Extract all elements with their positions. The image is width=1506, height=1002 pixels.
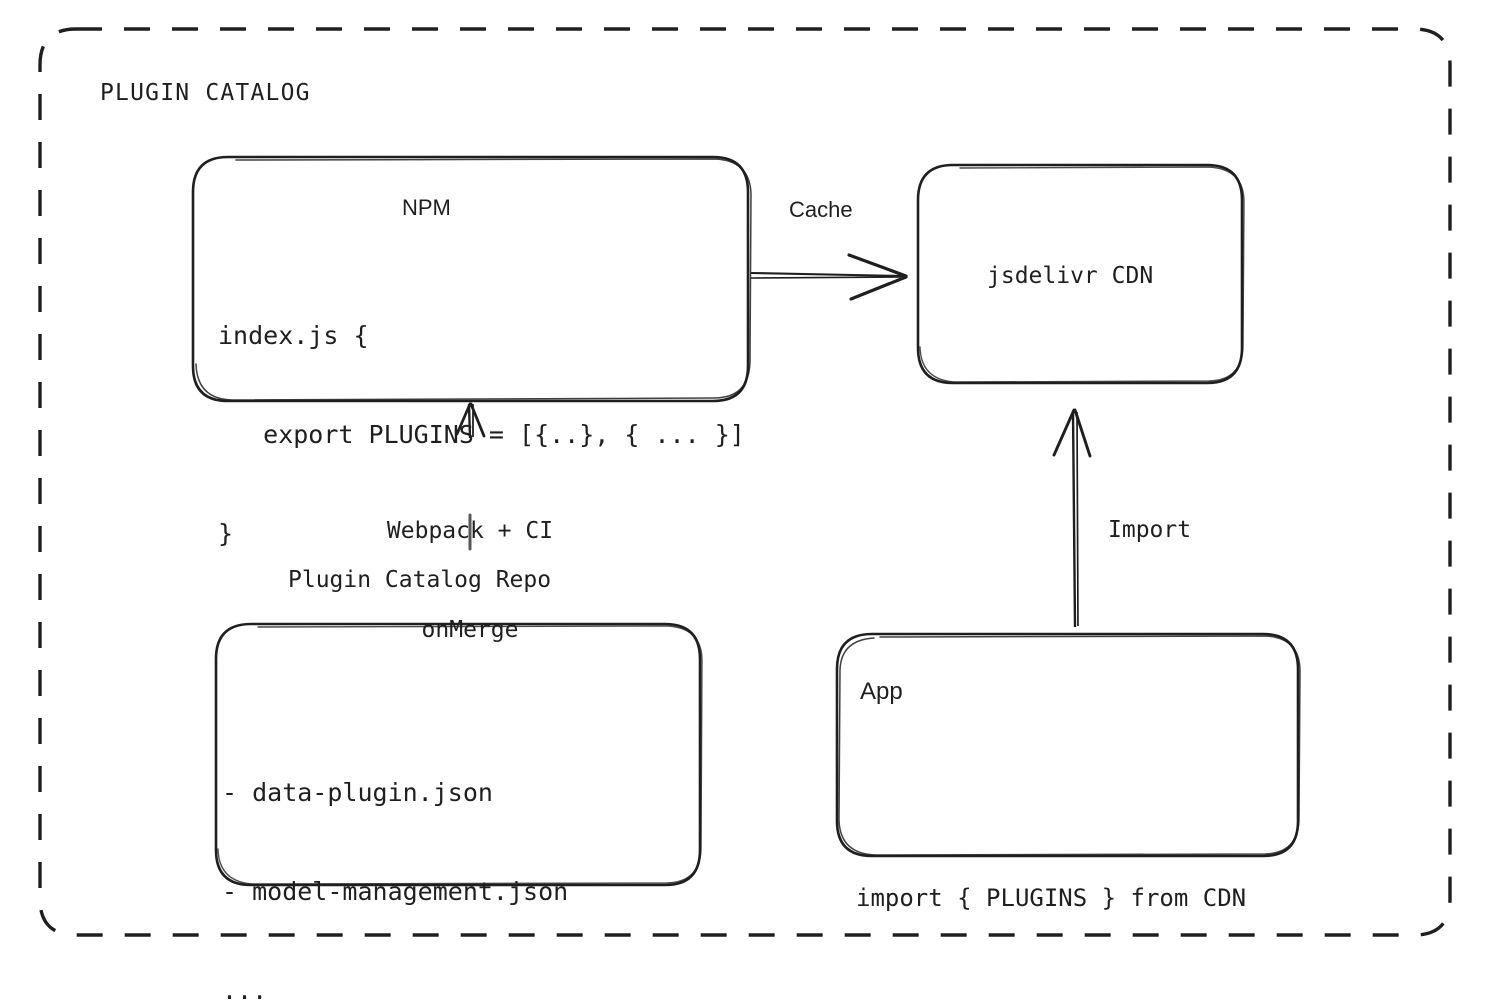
edge-build-arrow [455, 402, 486, 551]
edge-import-arrow [1052, 408, 1092, 628]
app-node-title: App [860, 678, 903, 705]
cache-edge-label: Cache [789, 197, 853, 222]
repo-file-item: ... [222, 976, 268, 1002]
build-edge-label: Webpack + CI onMerge [372, 449, 568, 713]
npm-node-title: NPM [402, 195, 451, 220]
edge-cache-arrow [750, 253, 908, 301]
app-code-line: import { PLUGINS } from CDN [856, 884, 1247, 912]
npm-code-line: } [218, 519, 234, 548]
build-edge-label-line: onMerge [421, 617, 519, 643]
build-edge-label-line: Webpack + CI [386, 518, 554, 544]
node-repo-box[interactable] [214, 622, 703, 887]
node-cdn-box[interactable] [916, 163, 1245, 385]
npm-code-line: export PLUGINS = [{..}, { ... }] [218, 420, 745, 449]
node-npm-box[interactable] [191, 155, 752, 403]
group-boundary [38, 27, 1452, 937]
node-app-box[interactable] [835, 632, 1301, 858]
app-code-block: import { PLUGINS } from CDN PLUGINS.forE… [856, 738, 1246, 1002]
import-edge-label: Import [1108, 517, 1192, 543]
repo-file-item: - model-management.json [222, 877, 569, 906]
npm-code-block: index.js { export PLUGINS = [{..}, { ...… [218, 253, 745, 616]
group-title: PLUGIN CATALOG [100, 80, 311, 106]
cdn-node-title: jsdelivr CDN [987, 263, 1154, 289]
repo-node-caption: Plugin Catalog Repo [288, 567, 552, 593]
repo-file-list: - data-plugin.json - model-management.js… [222, 710, 568, 1002]
repo-file-item: - data-plugin.json [222, 778, 493, 807]
npm-code-line: index.js { [218, 321, 369, 350]
